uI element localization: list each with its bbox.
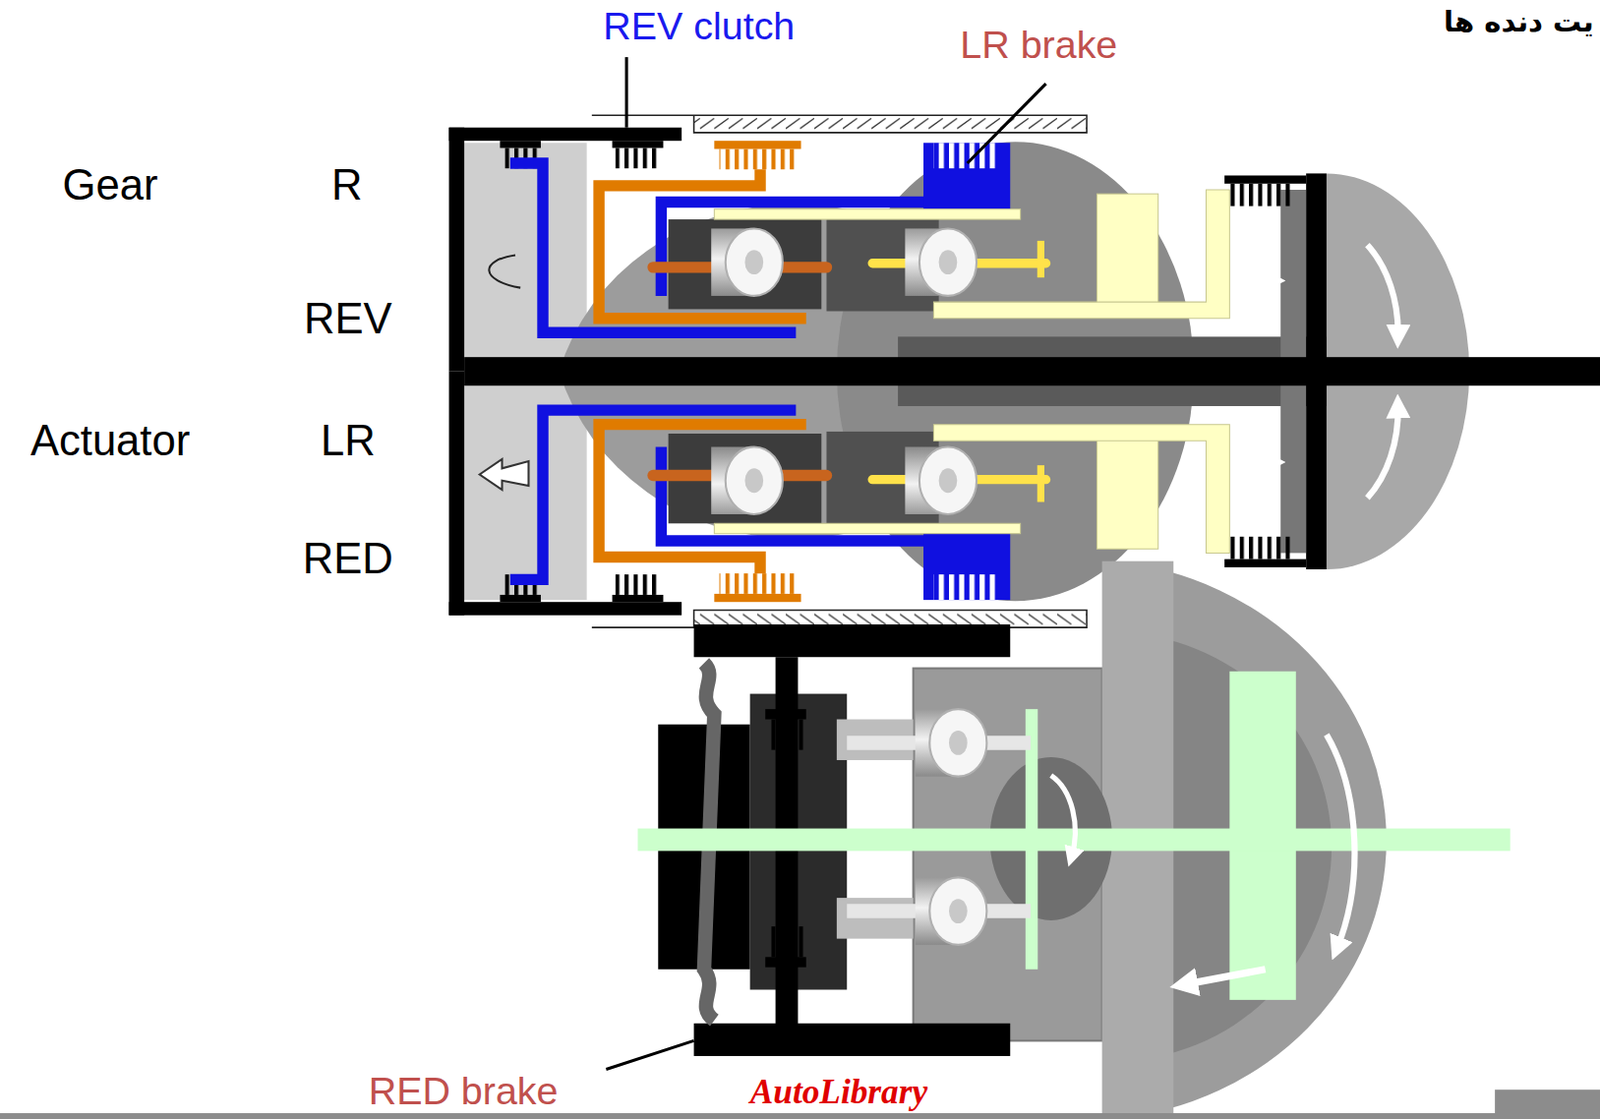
upper-gearset xyxy=(449,115,1600,628)
illustration-part xyxy=(1184,969,1266,986)
illustration-part xyxy=(1326,734,1356,949)
illustration-part xyxy=(449,115,1471,371)
lower-gearset xyxy=(638,561,1511,1119)
illustration-part xyxy=(770,719,805,751)
illustration-part xyxy=(625,57,629,128)
illustration-part xyxy=(0,1113,1600,1119)
illustration-part xyxy=(694,624,1011,657)
illustration-part xyxy=(464,356,1600,386)
page-heading: یت دنده ها xyxy=(1443,6,1595,39)
row-heading: Actuator xyxy=(30,416,190,465)
illustration-part xyxy=(967,83,1047,164)
watermark: AutoLibrary xyxy=(750,1072,928,1112)
illustration-part xyxy=(765,709,807,719)
illustration-part xyxy=(694,1023,1011,1057)
illustration-part xyxy=(449,371,1471,628)
illustration-part xyxy=(765,956,807,967)
illustration-part xyxy=(488,254,521,288)
illustration-part xyxy=(1494,1089,1600,1119)
part-label: REV clutch xyxy=(602,4,795,48)
illustration-part xyxy=(915,709,988,776)
leader-lines xyxy=(605,57,1046,1069)
illustration-part xyxy=(770,926,805,957)
illustration-part xyxy=(605,1040,694,1069)
illustration-part xyxy=(479,459,530,490)
actuator-name: REV xyxy=(303,296,393,344)
illustration-part xyxy=(915,877,988,945)
actuator-name: LR xyxy=(320,416,376,465)
illustration-part xyxy=(1051,775,1076,858)
part-label: RED brake xyxy=(368,1070,559,1114)
row-heading: Gear xyxy=(62,162,159,210)
actuator-name: RED xyxy=(302,535,394,584)
gear-value: R xyxy=(331,162,362,210)
part-label: LR brake xyxy=(959,24,1118,67)
